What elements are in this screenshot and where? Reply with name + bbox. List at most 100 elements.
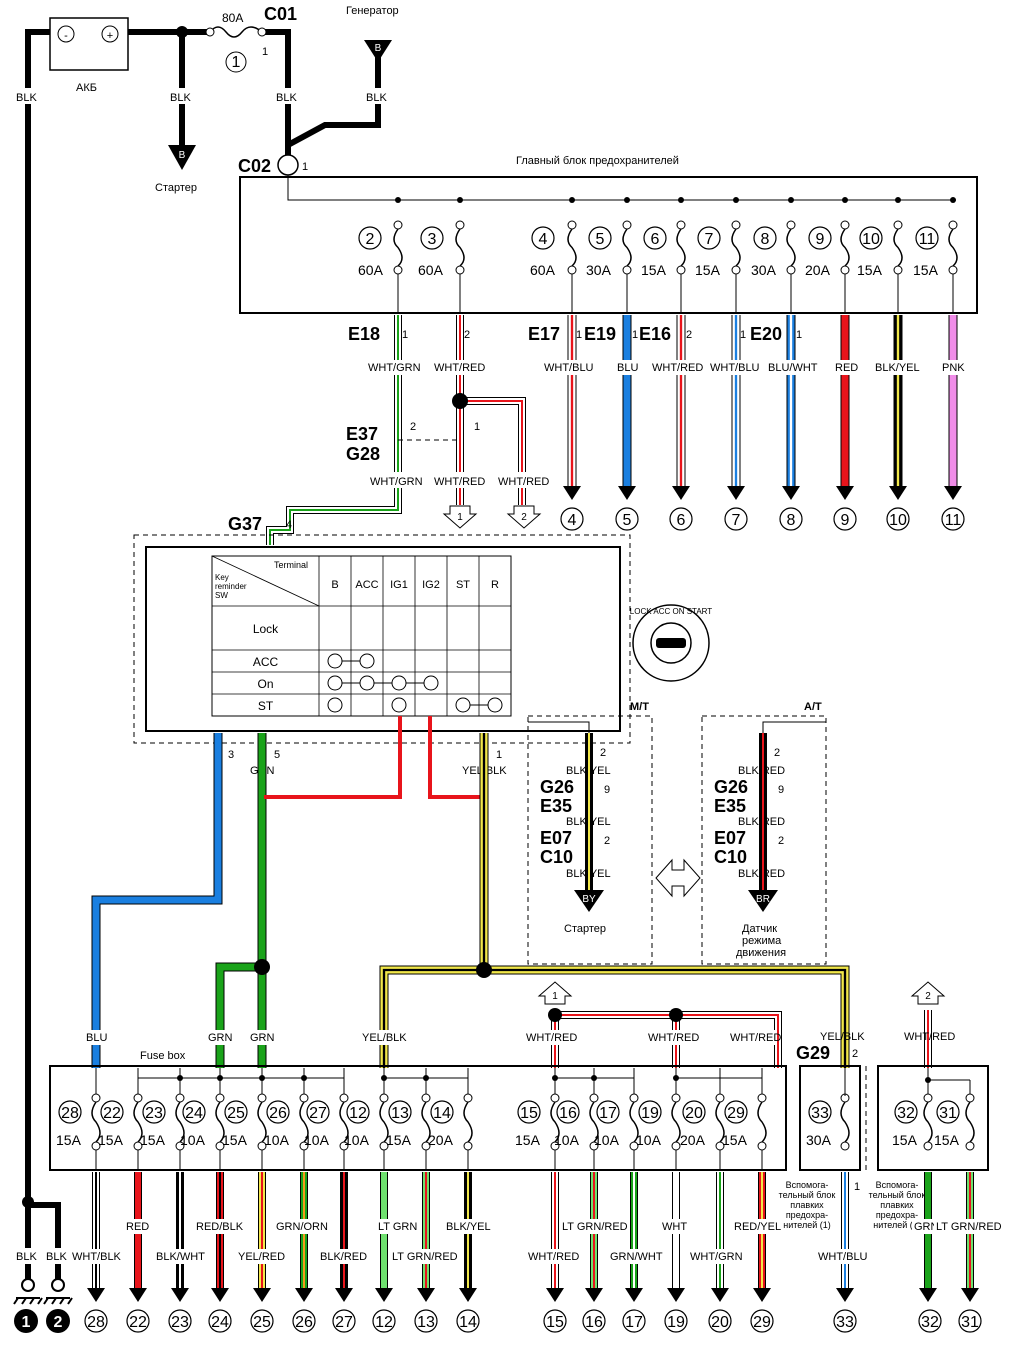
aux2-fuse-number: 31 bbox=[939, 1105, 957, 1122]
aux1-pin-1: 1 bbox=[854, 1181, 860, 1193]
lower-fuse-amp: 10A bbox=[594, 1132, 620, 1148]
connector-g37: G37 bbox=[228, 514, 262, 534]
lower-fuse-number: 29 bbox=[727, 1105, 745, 1122]
ign-header-key-2: reminder bbox=[215, 582, 247, 591]
lower-fuse-number: 13 bbox=[391, 1105, 409, 1122]
main-fuse-amp: 60A bbox=[418, 262, 444, 278]
ground-1-icon bbox=[13, 1278, 43, 1305]
top-section: 80A 1 C01 1 - + АКБ BLK BLK BLK BLK B Ст… bbox=[14, 4, 399, 1195]
fusebox-link-arrow-label: 1 bbox=[552, 991, 558, 1002]
ground-1-number: 1 bbox=[22, 1314, 31, 1331]
lower-fuse-number: 15 bbox=[520, 1105, 538, 1122]
main-fuse-number: 7 bbox=[705, 231, 714, 248]
bottom-wire-label-upper: GRN/ORN bbox=[276, 1221, 328, 1233]
ignition-key-text: LOCK ACC ON START bbox=[630, 607, 713, 616]
main-output-number: 4 bbox=[568, 512, 577, 529]
lower-fuse-number: 16 bbox=[559, 1105, 577, 1122]
lower-fuse-number: 27 bbox=[309, 1105, 327, 1122]
e37-pin-1: 1 bbox=[474, 421, 480, 433]
main-fuse-number: 11 bbox=[919, 231, 936, 248]
main-connector-pin: 1 bbox=[632, 329, 638, 341]
aux2-wire-label-2: LT GRN/RED bbox=[936, 1221, 1002, 1233]
main-fuse-number: 6 bbox=[651, 231, 660, 248]
ign-header-terminal: Terminal bbox=[274, 560, 308, 570]
battery-minus: - bbox=[64, 30, 68, 42]
wire-wht-grn-lower: WHT/GRN bbox=[370, 476, 423, 488]
lower-fuse-amp: 15A bbox=[386, 1132, 412, 1148]
wire-blk-generator: BLK bbox=[366, 92, 387, 104]
lower-fuse-amp: 15A bbox=[222, 1132, 248, 1148]
lower-fuse-amp: 15A bbox=[140, 1132, 166, 1148]
generator-badge: B bbox=[375, 43, 382, 54]
bottom-wire-label-upper: RED/YEL bbox=[734, 1221, 781, 1233]
ign-column-header: ACC bbox=[355, 579, 378, 591]
bottom-output-number: 22 bbox=[129, 1314, 147, 1331]
down-arrow-icon bbox=[782, 486, 800, 500]
lower-fuse-amp: 15A bbox=[722, 1132, 748, 1148]
lower-fuse-number: 25 bbox=[227, 1105, 245, 1122]
lower-fuse-number: 22 bbox=[103, 1105, 121, 1122]
main-connector-name: E17 bbox=[528, 324, 560, 344]
down-arrow-icon bbox=[889, 486, 907, 500]
g37-pin: 4 bbox=[286, 519, 292, 531]
starter-arrow-icon bbox=[168, 145, 196, 170]
aux1-label: Вспомога- тельный блок плавких предохра-… bbox=[778, 1180, 836, 1230]
lower-fuse-number: 26 bbox=[269, 1105, 287, 1122]
lower-fuse-amp: 10A bbox=[344, 1132, 370, 1148]
wire-wht-red-lower: WHT/RED bbox=[434, 476, 485, 488]
main-fuse-number: 3 bbox=[428, 231, 437, 248]
at-section: A/T 2 BLK/RED G26 9 E35 BLK/RED E07 2 C1… bbox=[701, 701, 827, 965]
main-wire-label: WHT/RED bbox=[434, 362, 485, 374]
at-badge: BR bbox=[756, 894, 770, 905]
ign-column-header: IG1 bbox=[390, 579, 408, 591]
lower-fuse-number: 20 bbox=[685, 1105, 703, 1122]
bottom-wire-label-lower: BLK/WHT bbox=[156, 1251, 205, 1263]
main-wire-label: PNK bbox=[942, 362, 965, 374]
lower-fuse-number: 12 bbox=[349, 1105, 367, 1122]
down-arrow-icon bbox=[335, 1288, 353, 1302]
at-pin-9: 9 bbox=[778, 784, 784, 796]
main-fuse-number: 8 bbox=[761, 231, 770, 248]
down-arrow-icon bbox=[836, 1288, 854, 1302]
main-fuse-number: 2 bbox=[366, 231, 375, 248]
bottom-wire-label-lower: WHT/GRN bbox=[690, 1251, 743, 1263]
aux1-wire-label: WHT/BLU bbox=[818, 1251, 868, 1263]
aux1-fuse-amp: 30A bbox=[806, 1132, 832, 1148]
aux2-wire-label-1: GRN bbox=[914, 1221, 939, 1233]
aux2-fuse-amp: 15A bbox=[892, 1132, 918, 1148]
link-arrow-1-icon bbox=[442, 505, 478, 529]
mt-badge: BY bbox=[582, 894, 596, 905]
fusebox-top-wire-label: BLU bbox=[86, 1032, 107, 1044]
lower-fuse-amp: 20A bbox=[680, 1132, 706, 1148]
wire-wht-red-branch: WHT/RED bbox=[498, 476, 549, 488]
down-arrow-icon bbox=[944, 486, 962, 500]
main-output-number: 9 bbox=[841, 512, 850, 529]
ign-pin-5: 5 bbox=[274, 749, 280, 761]
fusebox-top-wire-label: GRN bbox=[250, 1032, 275, 1044]
down-arrow-icon bbox=[618, 486, 636, 500]
at-pin-2: 2 bbox=[774, 747, 780, 759]
lower-fuse-amp: 20A bbox=[428, 1132, 454, 1148]
bottom-output-number: 20 bbox=[711, 1314, 729, 1331]
aux2-wire: WHT/RED bbox=[904, 1031, 955, 1043]
bottom-wire-label-upper: LT GRN bbox=[378, 1221, 417, 1233]
down-arrow-icon bbox=[625, 1288, 643, 1302]
main-fuse-amp: 15A bbox=[641, 262, 667, 278]
ign-pin-1: 1 bbox=[496, 749, 502, 761]
main-connector-name: E19 bbox=[584, 324, 616, 344]
main-output-number: 11 bbox=[945, 512, 962, 529]
down-arrow-icon bbox=[459, 1288, 477, 1302]
at-title: A/T bbox=[804, 701, 822, 713]
bottom-output-number: 24 bbox=[211, 1314, 229, 1331]
starter-badge: B bbox=[179, 150, 186, 161]
mt-c10: C10 bbox=[540, 847, 573, 867]
down-arrow-icon bbox=[171, 1288, 189, 1302]
at-label-3: движения bbox=[736, 947, 786, 959]
lower-fuse-amp: 10A bbox=[554, 1132, 580, 1148]
mt-arrow-icon bbox=[574, 890, 604, 912]
mt-title: M/T bbox=[630, 701, 649, 713]
main-fuse-number: 5 bbox=[596, 231, 605, 248]
